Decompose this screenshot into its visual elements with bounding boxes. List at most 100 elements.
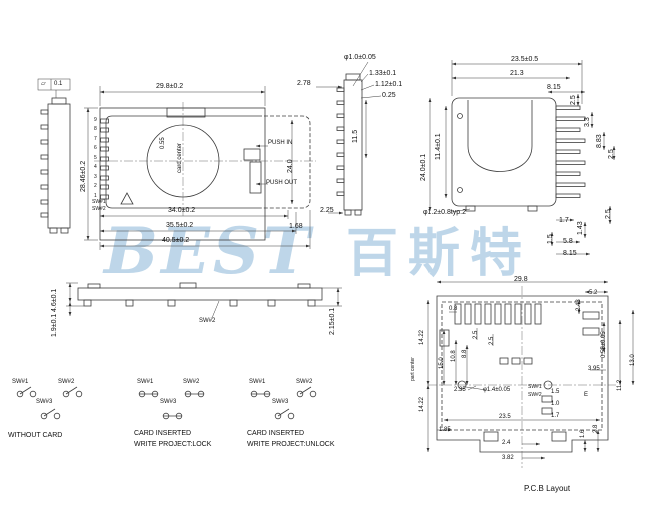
pcb-dim-112: 11.2 (617, 379, 623, 391)
pcb-dim-17: 1.7 (551, 413, 560, 419)
dim-25b: 2.5 (608, 149, 615, 159)
pcb-datum-e: E (584, 392, 589, 398)
sw3-label: SW#3 (160, 399, 177, 405)
dim-34: 34.0±0.2 (168, 207, 196, 214)
pin-number: 2 (94, 183, 97, 189)
state-caption: CARD INSERTED (134, 430, 192, 437)
flatness-icon: ▱ (41, 81, 46, 87)
pcb-dim-28: 2.8 (593, 424, 599, 433)
dim-114: 11.4±0.1 (435, 133, 442, 160)
pcb-dim-130: 13.0 (630, 354, 636, 366)
dim-15: 1.5 (547, 234, 554, 244)
pin-number: 1 (94, 193, 97, 199)
dim-355: 35.5±0.2 (166, 222, 194, 229)
pcb-dim-dia14: φ1.4±0.05 (483, 387, 511, 393)
pin-number: 6 (94, 145, 97, 151)
pin-number: 5 (94, 155, 97, 161)
pcb-sw1-label: SW#1 (528, 384, 542, 390)
push-in-label: PUSH IN (268, 140, 293, 146)
pcb-dim-25a: 2.5 (473, 330, 479, 339)
push-out-label: PUSH OUT (266, 180, 298, 186)
pcb-dim-235: 2.35 (454, 387, 466, 393)
dim-815: 8.15 (547, 84, 561, 91)
sw1-label: SW#1 (249, 379, 266, 385)
dim-278: 2.78 (297, 80, 311, 87)
pcb-dim-88: 8.8 (462, 349, 468, 358)
dim-240: 24.0±0.1 (420, 153, 427, 181)
dim-168: 1.68 (289, 223, 303, 230)
dim-top-height: 28.46±0.2 (80, 160, 87, 192)
sw2-callout: SW#2 (199, 318, 216, 324)
dim-dia-12: φ1.2±0.8typ.2 (423, 209, 467, 216)
pcb-dim-382: 3.82 (502, 455, 514, 461)
dim-dia-pin: φ1.0±0.05 (344, 54, 376, 61)
state-caption: WRITE PROJECT:LOCK (134, 441, 212, 448)
sw2-label: SW#2 (92, 206, 106, 212)
front-view-linework (66, 282, 342, 319)
pcb-dim-15: 1.5 (551, 389, 560, 395)
pcb-sw2-label: SW#2 (528, 392, 542, 398)
strip-view-linework (316, 61, 382, 216)
pcb-layout-linework (426, 280, 635, 468)
dim-235: 23.5±0.5 (511, 56, 539, 63)
dim-19: 1.9±0.1 (51, 313, 58, 337)
pcb-dim-395: 3.95 (588, 366, 600, 372)
pcb-dim-108: 10.8 (451, 350, 457, 362)
sw1-label: SW#1 (92, 199, 106, 205)
flatness-value: 0.1 (54, 81, 63, 87)
side-view-linework (37, 78, 71, 234)
sw3-label: SW#3 (36, 399, 53, 405)
dim-215: 2.15±0.1 (329, 307, 336, 335)
dim-815b: 8.15 (563, 250, 577, 257)
dim-112: 1.12±0.1 (375, 81, 403, 88)
dim-115: 11.5 (352, 129, 359, 143)
pcb-dim-25b: 2.5 (489, 336, 495, 345)
state-caption: WRITE PROJECT:UNLOCK (247, 441, 335, 448)
top-view-linework (84, 86, 316, 250)
sw3-label: SW#3 (272, 399, 289, 405)
pin-number: 3 (94, 174, 97, 180)
dim-top-width: 29.8±0.2 (156, 83, 184, 90)
dim-25c: 2.5 (605, 209, 612, 219)
state-caption: CARD INSERTED (247, 430, 305, 437)
dim-17: 1.7 (559, 217, 569, 224)
dim-46: 4.6±0.1 (51, 288, 58, 312)
dim-card-offset: 0.55 (160, 137, 166, 149)
pcb-title: P.C.B Layout (524, 484, 571, 493)
sw1-label: SW#1 (137, 379, 154, 385)
pcb-dim-width: 29.8 (514, 276, 528, 283)
pcb-dim-055: 0.55±0.05 (601, 331, 607, 358)
dim-58: 5.8 (563, 238, 573, 245)
pcb-dim-52: 5.2 (589, 290, 598, 296)
dim-33: 3.3 (584, 117, 591, 127)
dim-143: 1.43 (577, 221, 584, 235)
dim-883: 8.83 (596, 134, 603, 148)
dim-025: 0.25 (382, 92, 396, 99)
pin-number: 7 (94, 136, 97, 142)
sw2-label: SW#2 (183, 379, 200, 385)
pcb-dim-24: 2.4 (502, 440, 511, 446)
dim-213: 21.3 (510, 70, 524, 77)
pcb-dim-08: 0.8 (449, 306, 458, 312)
card-center-label: card center (177, 142, 183, 173)
pcb-dim-2350: 23.5 (499, 414, 511, 420)
pin-number: 8 (94, 126, 97, 132)
sw2-label: SW#2 (296, 379, 313, 385)
dim-225: 2.25 (320, 207, 334, 214)
sw1-label: SW#1 (12, 379, 29, 385)
pcb-center-label: part center (410, 357, 416, 381)
pcb-dim-150: 15.0 (439, 357, 445, 369)
pcb-dim-185: 1.85 (439, 427, 451, 433)
dim-405: 40.5±0.2 (162, 237, 190, 244)
dim-133: 1.33±0.1 (369, 70, 397, 77)
pcb-dim-243: 2.43 (576, 299, 582, 311)
pcb-dim-16: 1.6 (580, 429, 586, 438)
state-caption: WITHOUT CARD (8, 432, 63, 439)
rear-view-linework (428, 60, 616, 256)
pin-number: 9 (94, 117, 97, 123)
pcb-dim-1422b: 14.22 (419, 396, 425, 412)
pcb-dim-10: 1.0 (551, 401, 560, 407)
pcb-dim-1422a: 14.22 (419, 329, 425, 345)
